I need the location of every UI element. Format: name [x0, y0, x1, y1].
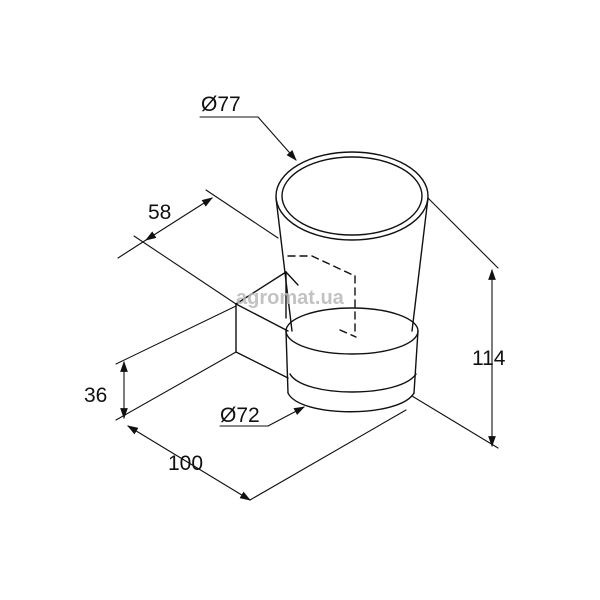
- watermark: agromat.ua: [236, 287, 345, 309]
- glass-tumbler: [275, 151, 429, 332]
- dimension-top-diameter: Ø77: [201, 93, 241, 116]
- dimension-depth: 58: [148, 201, 171, 224]
- dimension-height: 114: [472, 347, 506, 370]
- holder-ring: [285, 307, 419, 413]
- dimension-length: 100: [168, 452, 203, 475]
- dimension-lines: [115, 116, 499, 501]
- dimension-base-height: 36: [84, 384, 107, 407]
- hidden-edges: [287, 255, 357, 338]
- dimension-bottom-diameter: Ø72: [220, 404, 260, 427]
